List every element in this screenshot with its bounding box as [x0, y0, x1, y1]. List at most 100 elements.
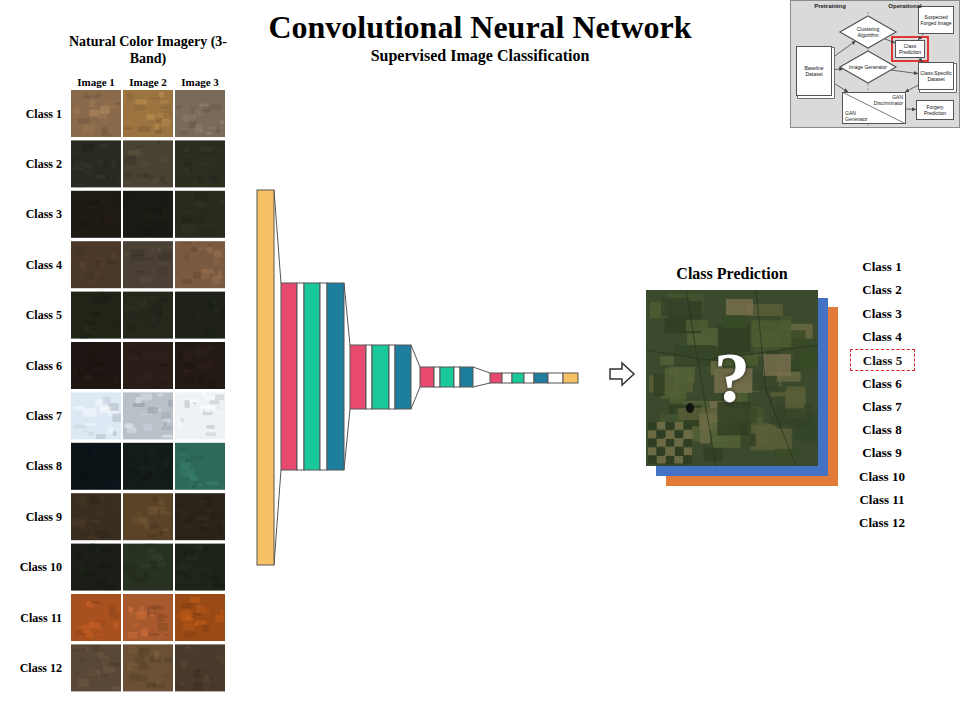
- tile-texture: [101, 127, 107, 134]
- tile-texture: [157, 247, 161, 252]
- image-tile: [71, 342, 121, 389]
- field-patch: [657, 439, 665, 447]
- image-tile: [123, 493, 173, 540]
- tile-texture: [75, 669, 78, 677]
- tile-texture: [162, 311, 170, 317]
- field-patch: [751, 320, 791, 347]
- tile-texture: [220, 120, 224, 125]
- tile-texture: [159, 298, 168, 302]
- tile-texture: [123, 564, 136, 570]
- process-box: Class Prediction: [895, 40, 925, 58]
- tile-texture: [83, 144, 95, 150]
- tile-texture: [128, 150, 141, 155]
- image-tile: [123, 140, 173, 187]
- tile-texture: [208, 379, 214, 387]
- tile-texture: [112, 414, 121, 422]
- tile-texture: [111, 686, 120, 690]
- tile-texture: [100, 548, 114, 552]
- tile-texture: [138, 518, 147, 524]
- tile-texture: [196, 516, 209, 520]
- image-tile: [123, 392, 173, 439]
- tile-texture: [124, 157, 136, 166]
- tile-texture: [167, 456, 171, 458]
- tile-texture: [182, 114, 196, 122]
- image-tile: [71, 191, 121, 238]
- tile-texture: [148, 506, 158, 515]
- tile-texture: [150, 385, 164, 388]
- field-patch: [775, 449, 799, 458]
- tile-texture: [152, 177, 158, 182]
- tile-texture: [94, 564, 98, 571]
- tile-texture: [136, 611, 146, 619]
- tile-texture: [77, 496, 88, 501]
- tile-texture: [135, 655, 145, 664]
- tile-texture: [215, 395, 224, 400]
- tile-texture: [89, 321, 99, 324]
- image-tile: [175, 241, 225, 288]
- tile-texture: [201, 271, 209, 279]
- tile-texture: [181, 242, 191, 244]
- tile-texture: [200, 163, 210, 166]
- tile-texture: [140, 161, 150, 166]
- tile-texture: [181, 300, 186, 303]
- tile-ground: [175, 443, 225, 490]
- tile-texture: [131, 622, 139, 627]
- tile-texture: [160, 176, 165, 182]
- tile-texture: [154, 195, 157, 199]
- tile-texture: [73, 649, 83, 651]
- tile-texture: [86, 601, 91, 607]
- tile-texture: [151, 371, 155, 374]
- column-header: Image 3: [175, 75, 225, 89]
- tile-texture: [192, 578, 196, 582]
- prediction-image: Class Prediction?: [646, 290, 818, 466]
- tile-texture: [215, 615, 223, 622]
- tile-texture: [126, 280, 129, 283]
- tile-texture: [73, 559, 83, 567]
- tile-texture: [199, 567, 210, 572]
- tile-texture: [160, 104, 170, 109]
- layer-block: [490, 373, 502, 383]
- image-tile: [123, 241, 173, 288]
- tile-texture: [158, 499, 165, 505]
- tile-texture: [72, 519, 85, 527]
- tile-texture: [71, 260, 75, 264]
- tile-texture: [146, 321, 151, 325]
- tile-texture: [79, 262, 86, 266]
- tile-texture: [74, 486, 83, 489]
- tile-texture: [212, 582, 224, 587]
- tile-texture: [84, 526, 93, 531]
- row-label: Class 5: [0, 307, 62, 323]
- unknown-mark: ?: [646, 338, 818, 418]
- tile-texture: [181, 618, 193, 622]
- tile-texture: [125, 171, 133, 179]
- sample-tiles: [71, 90, 225, 691]
- field-patch: [657, 448, 665, 456]
- tile-texture: [186, 151, 192, 154]
- layer-block: [281, 283, 297, 470]
- tile-texture: [156, 319, 160, 325]
- field-patch: [648, 456, 656, 464]
- image-tile: [175, 443, 225, 490]
- field-patch: [675, 456, 683, 464]
- field-patch: [657, 431, 665, 439]
- tile-texture: [200, 405, 212, 413]
- tile-texture: [220, 199, 225, 204]
- field-patch: [648, 439, 656, 447]
- tile-ground: [123, 90, 173, 137]
- tile-texture: [216, 538, 224, 540]
- tile-texture: [95, 531, 109, 538]
- row-label: Class 4: [0, 257, 62, 273]
- box-label: Clustering Algorithm: [840, 26, 896, 38]
- tile-ground: [175, 241, 225, 288]
- tile-texture: [111, 502, 115, 507]
- tile-texture: [147, 113, 155, 119]
- tile-texture: [203, 625, 209, 632]
- tile-texture: [181, 603, 193, 608]
- tile-texture: [148, 633, 159, 636]
- tile-texture: [127, 349, 141, 357]
- tile-texture: [154, 651, 159, 659]
- tile-texture: [209, 244, 212, 247]
- class-name: Class 5: [851, 351, 914, 370]
- tile-texture: [136, 560, 143, 563]
- image-tile: [175, 644, 225, 691]
